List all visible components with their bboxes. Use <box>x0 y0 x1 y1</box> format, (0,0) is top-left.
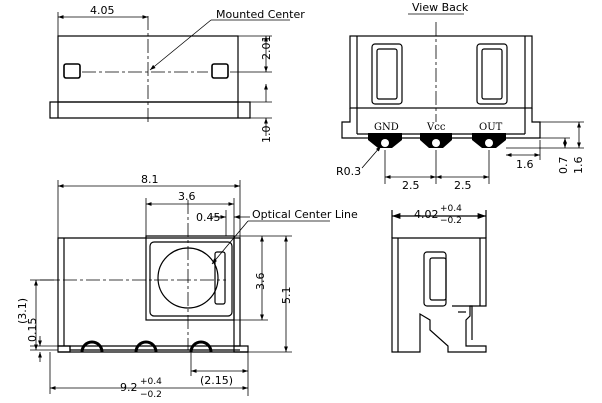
svg-text:+0.4: +0.4 <box>140 377 162 387</box>
optical-window <box>145 235 235 321</box>
side-view-lens <box>423 251 447 307</box>
pitch-left-label: 2.5 <box>402 179 420 192</box>
front-pin-2 <box>134 340 158 353</box>
back-view-left-opening <box>371 43 403 105</box>
total-height-label: 1.6 <box>572 157 585 175</box>
svg-text:+0.4: +0.4 <box>440 204 462 214</box>
front-overall-width-label: 8.1 <box>141 173 159 186</box>
back-view-right-opening <box>476 43 508 105</box>
back-view <box>341 13 541 139</box>
front-ref-label: (2.15) <box>200 374 233 387</box>
radius-label: R0.3 <box>336 165 361 178</box>
front-window-width-label: 3.6 <box>178 190 196 203</box>
back-view-pads <box>368 133 506 148</box>
front-center-height-label: (3.1) <box>16 298 29 324</box>
top-view-right-slot <box>211 63 229 79</box>
front-view-body <box>57 237 241 347</box>
top-view <box>49 12 290 136</box>
pin-label-gnd: GND <box>374 122 399 133</box>
front-offset-label: 0.45 <box>196 211 221 224</box>
back-view-body <box>349 35 533 109</box>
mounted-center-callout: Mounted Center <box>216 8 305 21</box>
optical-center-callout: Optical Center Line <box>252 208 358 221</box>
svg-text:4.02: 4.02 <box>414 208 439 221</box>
front-window-height-label: 3.6 <box>254 273 267 291</box>
pin-label-vcc: Vcc <box>426 122 446 133</box>
front-pin-3 <box>189 340 213 353</box>
pin-label-out: OUT <box>479 122 503 133</box>
front-total-width-label: 9.2 +0.4 −0.2 <box>120 377 162 400</box>
top-view-center-height-label: 2.01 <box>260 36 273 61</box>
back-view-title: View Back <box>412 1 469 14</box>
front-view <box>40 200 249 353</box>
top-view-legs <box>49 101 251 119</box>
top-view-leg-height-label: 1.0 <box>260 126 273 144</box>
top-view-width-label: 4.05 <box>90 4 115 17</box>
svg-text:−0.2: −0.2 <box>440 216 462 226</box>
pad-height-label: 0.7 <box>557 157 570 175</box>
side-view <box>391 210 487 353</box>
pad-edge-label: 1.6 <box>516 158 534 171</box>
side-width-label: 4.02 +0.4 −0.2 <box>414 204 462 226</box>
top-view-left-slot <box>63 63 81 79</box>
front-base-label: 0.15 <box>26 318 39 343</box>
pitch-right-label: 2.5 <box>454 179 472 192</box>
svg-text:9.2: 9.2 <box>120 381 138 394</box>
side-view-body <box>391 237 487 353</box>
front-body-height-label: 5.1 <box>280 287 293 305</box>
svg-text:−0.2: −0.2 <box>140 390 162 400</box>
front-pin-1 <box>80 340 104 353</box>
